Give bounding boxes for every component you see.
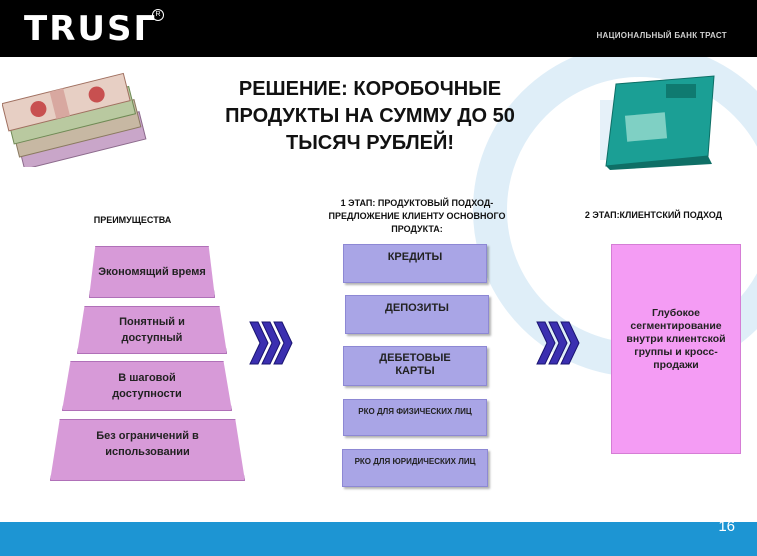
product-rko-legal: РКО ДЛЯ ЮРИДИЧЕСКИХ ЛИЦ (342, 449, 488, 487)
product-deposits: ДЕПОЗИТЫ (345, 295, 489, 334)
money-stack-image (2, 72, 147, 167)
product-debit-cards: ДЕБЕТОВЫЕ КАРТЫ (343, 346, 487, 386)
advantage-item: Экономящий время (89, 246, 215, 298)
advantage-item: Понятный и доступный (77, 306, 227, 354)
product-rko-individuals: РКО ДЛЯ ФИЗИЧЕСКИХ ЛИЦ (343, 399, 487, 436)
advantages-heading: ПРЕИМУЩЕСТВА (93, 215, 172, 225)
stage1-heading: 1 ЭТАП: ПРОДУКТОВЫЙ ПОДХОД- ПРЕДЛОЖЕНИЕ … (328, 198, 506, 234)
trust-logo: TRUSГ (24, 9, 158, 49)
chevron-right-icon (249, 321, 293, 365)
slide-title: РЕШЕНИЕ: КОРОБОЧНЫЕ ПРОДУКТЫ НА СУММУ ДО… (225, 78, 515, 154)
stage2-heading: 2 ЭТАП:КЛИЕНТСКИЙ ПОДХОД (584, 210, 723, 220)
footer-bar (0, 522, 757, 556)
advantage-item: В шаговой доступности (62, 361, 232, 411)
registered-mark-icon: R (152, 9, 164, 21)
advantage-item: Без ограничений в использовании (50, 419, 245, 481)
product-credits: КРЕДИТЫ (343, 244, 487, 283)
card-box-image (605, 75, 715, 170)
chevron-right-icon (536, 321, 580, 365)
bank-name: НАЦИОНАЛЬНЫЙ БАНК ТРАСТ (596, 31, 727, 40)
page-number: 16 (718, 518, 735, 535)
header-bar: TRUSГ R НАЦИОНАЛЬНЫЙ БАНК ТРАСТ (0, 0, 757, 57)
client-approach-box: Глубокое сегментирование внутри клиентск… (611, 244, 741, 454)
